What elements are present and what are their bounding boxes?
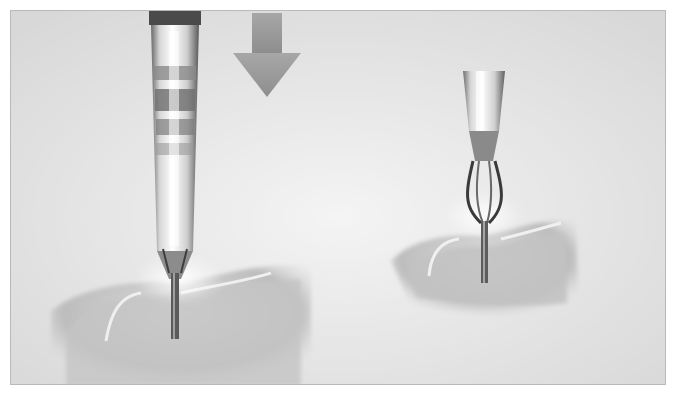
illustration-frame — [10, 10, 666, 385]
dental-implant-illustration — [11, 11, 666, 385]
